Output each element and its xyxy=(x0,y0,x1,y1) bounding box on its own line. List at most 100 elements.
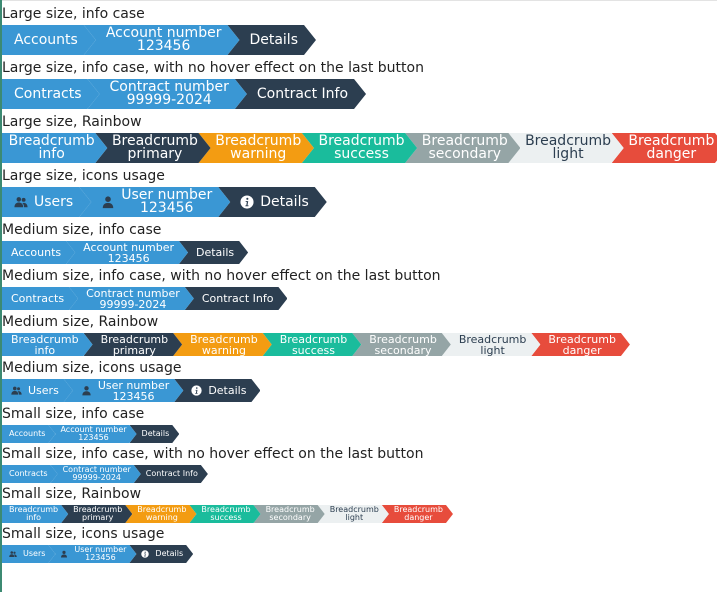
breadcrumb-item-contracts[interactable]: Contracts xyxy=(2,465,58,483)
breadcrumb-item-details[interactable]: Details xyxy=(179,241,248,264)
user-icon xyxy=(60,550,68,558)
breadcrumb-item-label: Details xyxy=(260,193,309,210)
breadcrumb-item-label: 99999-2024 xyxy=(72,473,122,482)
left-accent-bar xyxy=(0,0,2,592)
section-title: Large size, info case, with no hover eff… xyxy=(2,60,424,76)
info-circle-icon xyxy=(191,385,202,396)
breadcrumb-item-contract-info[interactable]: Contract Info xyxy=(134,465,208,483)
breadcrumb-item-label: Breadcrumb xyxy=(628,133,715,149)
top-border xyxy=(0,0,717,5)
breadcrumb-item-label: Breadcrumb xyxy=(329,505,379,514)
breadcrumb-item-label: primary xyxy=(112,343,156,356)
section-title: Medium size, info case xyxy=(2,222,162,238)
breadcrumb-item-details[interactable]: Details xyxy=(227,25,316,55)
breadcrumb-item-label: light xyxy=(345,513,364,522)
breadcrumb-item-label: success xyxy=(291,343,335,356)
breadcrumb-item-label: 123456 xyxy=(136,38,191,54)
breadcrumb-item-label: Account number xyxy=(60,425,127,434)
section-title: Small size, icons usage xyxy=(2,526,165,542)
breadcrumb-item-label: info xyxy=(26,513,42,522)
breadcrumb-item-label: Breadcrumb xyxy=(393,505,443,514)
breadcrumb-item-users[interactable]: Users xyxy=(2,379,73,402)
section-title: Large size, info case xyxy=(2,6,145,22)
breadcrumb-item-label: secondary xyxy=(428,146,502,162)
breadcrumb-item-label: Breadcrumb xyxy=(318,133,405,149)
breadcrumb-item-contract-info[interactable]: Contract Info xyxy=(185,287,288,310)
breadcrumb-item-details[interactable]: Details xyxy=(130,425,180,443)
breadcrumb-item-contracts[interactable]: Contracts xyxy=(2,79,100,109)
breadcrumb-item-label: Breadcrumb xyxy=(8,133,95,149)
breadcrumb-item-label: Details xyxy=(155,549,184,558)
breadcrumb-item-label: Contracts xyxy=(11,292,65,305)
user-icon xyxy=(81,385,92,396)
breadcrumb-item-label: Accounts xyxy=(14,31,78,48)
breadcrumb-item-label: Details xyxy=(196,246,235,259)
breadcrumb-item-label: 123456 xyxy=(85,553,116,562)
breadcrumb-item-label: Breadcrumb xyxy=(458,333,527,346)
breadcrumb-item-label: Users xyxy=(23,549,46,558)
breadcrumb-item-accounts[interactable]: Accounts xyxy=(2,425,55,443)
breadcrumb-item-details[interactable]: Details xyxy=(218,187,327,217)
breadcrumb-item-label: Breadcrumb xyxy=(111,133,198,149)
breadcrumb-item-label: Contract Info xyxy=(201,292,274,305)
user-icon xyxy=(101,195,115,209)
breadcrumb-item-label: info xyxy=(34,343,56,356)
breadcrumb-item-label: Users xyxy=(34,193,74,210)
breadcrumb-item-label: light xyxy=(480,343,505,356)
breadcrumb-item-accounts[interactable]: Accounts xyxy=(2,241,75,264)
breadcrumb-item-label: User number xyxy=(97,379,170,392)
breadcrumb-item-label: warning xyxy=(201,343,246,356)
breadcrumb-item-users[interactable]: Users xyxy=(2,187,91,217)
breadcrumb-item-label: Contract Info xyxy=(256,85,349,102)
breadcrumb-item-details[interactable]: Details xyxy=(174,379,260,402)
breadcrumb-item-contract-info[interactable]: Contract Info xyxy=(235,79,366,109)
breadcrumb-item-label: Breadcrumb xyxy=(201,505,251,514)
breadcrumb-item-label: success xyxy=(334,146,389,162)
breadcrumb-item-label: 99999-2024 xyxy=(99,297,167,310)
breadcrumb-item-label: Breadcrumb xyxy=(100,333,169,346)
breadcrumb-item-label: Breadcrumb xyxy=(9,505,59,514)
breadcrumb-item-users[interactable]: Users xyxy=(2,545,55,563)
breadcrumb-item-label: Breadcrumb xyxy=(73,505,123,514)
breadcrumb-item-details[interactable]: Details xyxy=(129,545,193,563)
breadcrumb-item-accounts[interactable]: Accounts xyxy=(2,25,96,55)
breadcrumb-item-contracts[interactable]: Contracts xyxy=(2,287,78,310)
breadcrumb-item-label: Account number xyxy=(105,25,222,41)
breadcrumb-item-label: light xyxy=(552,146,584,162)
